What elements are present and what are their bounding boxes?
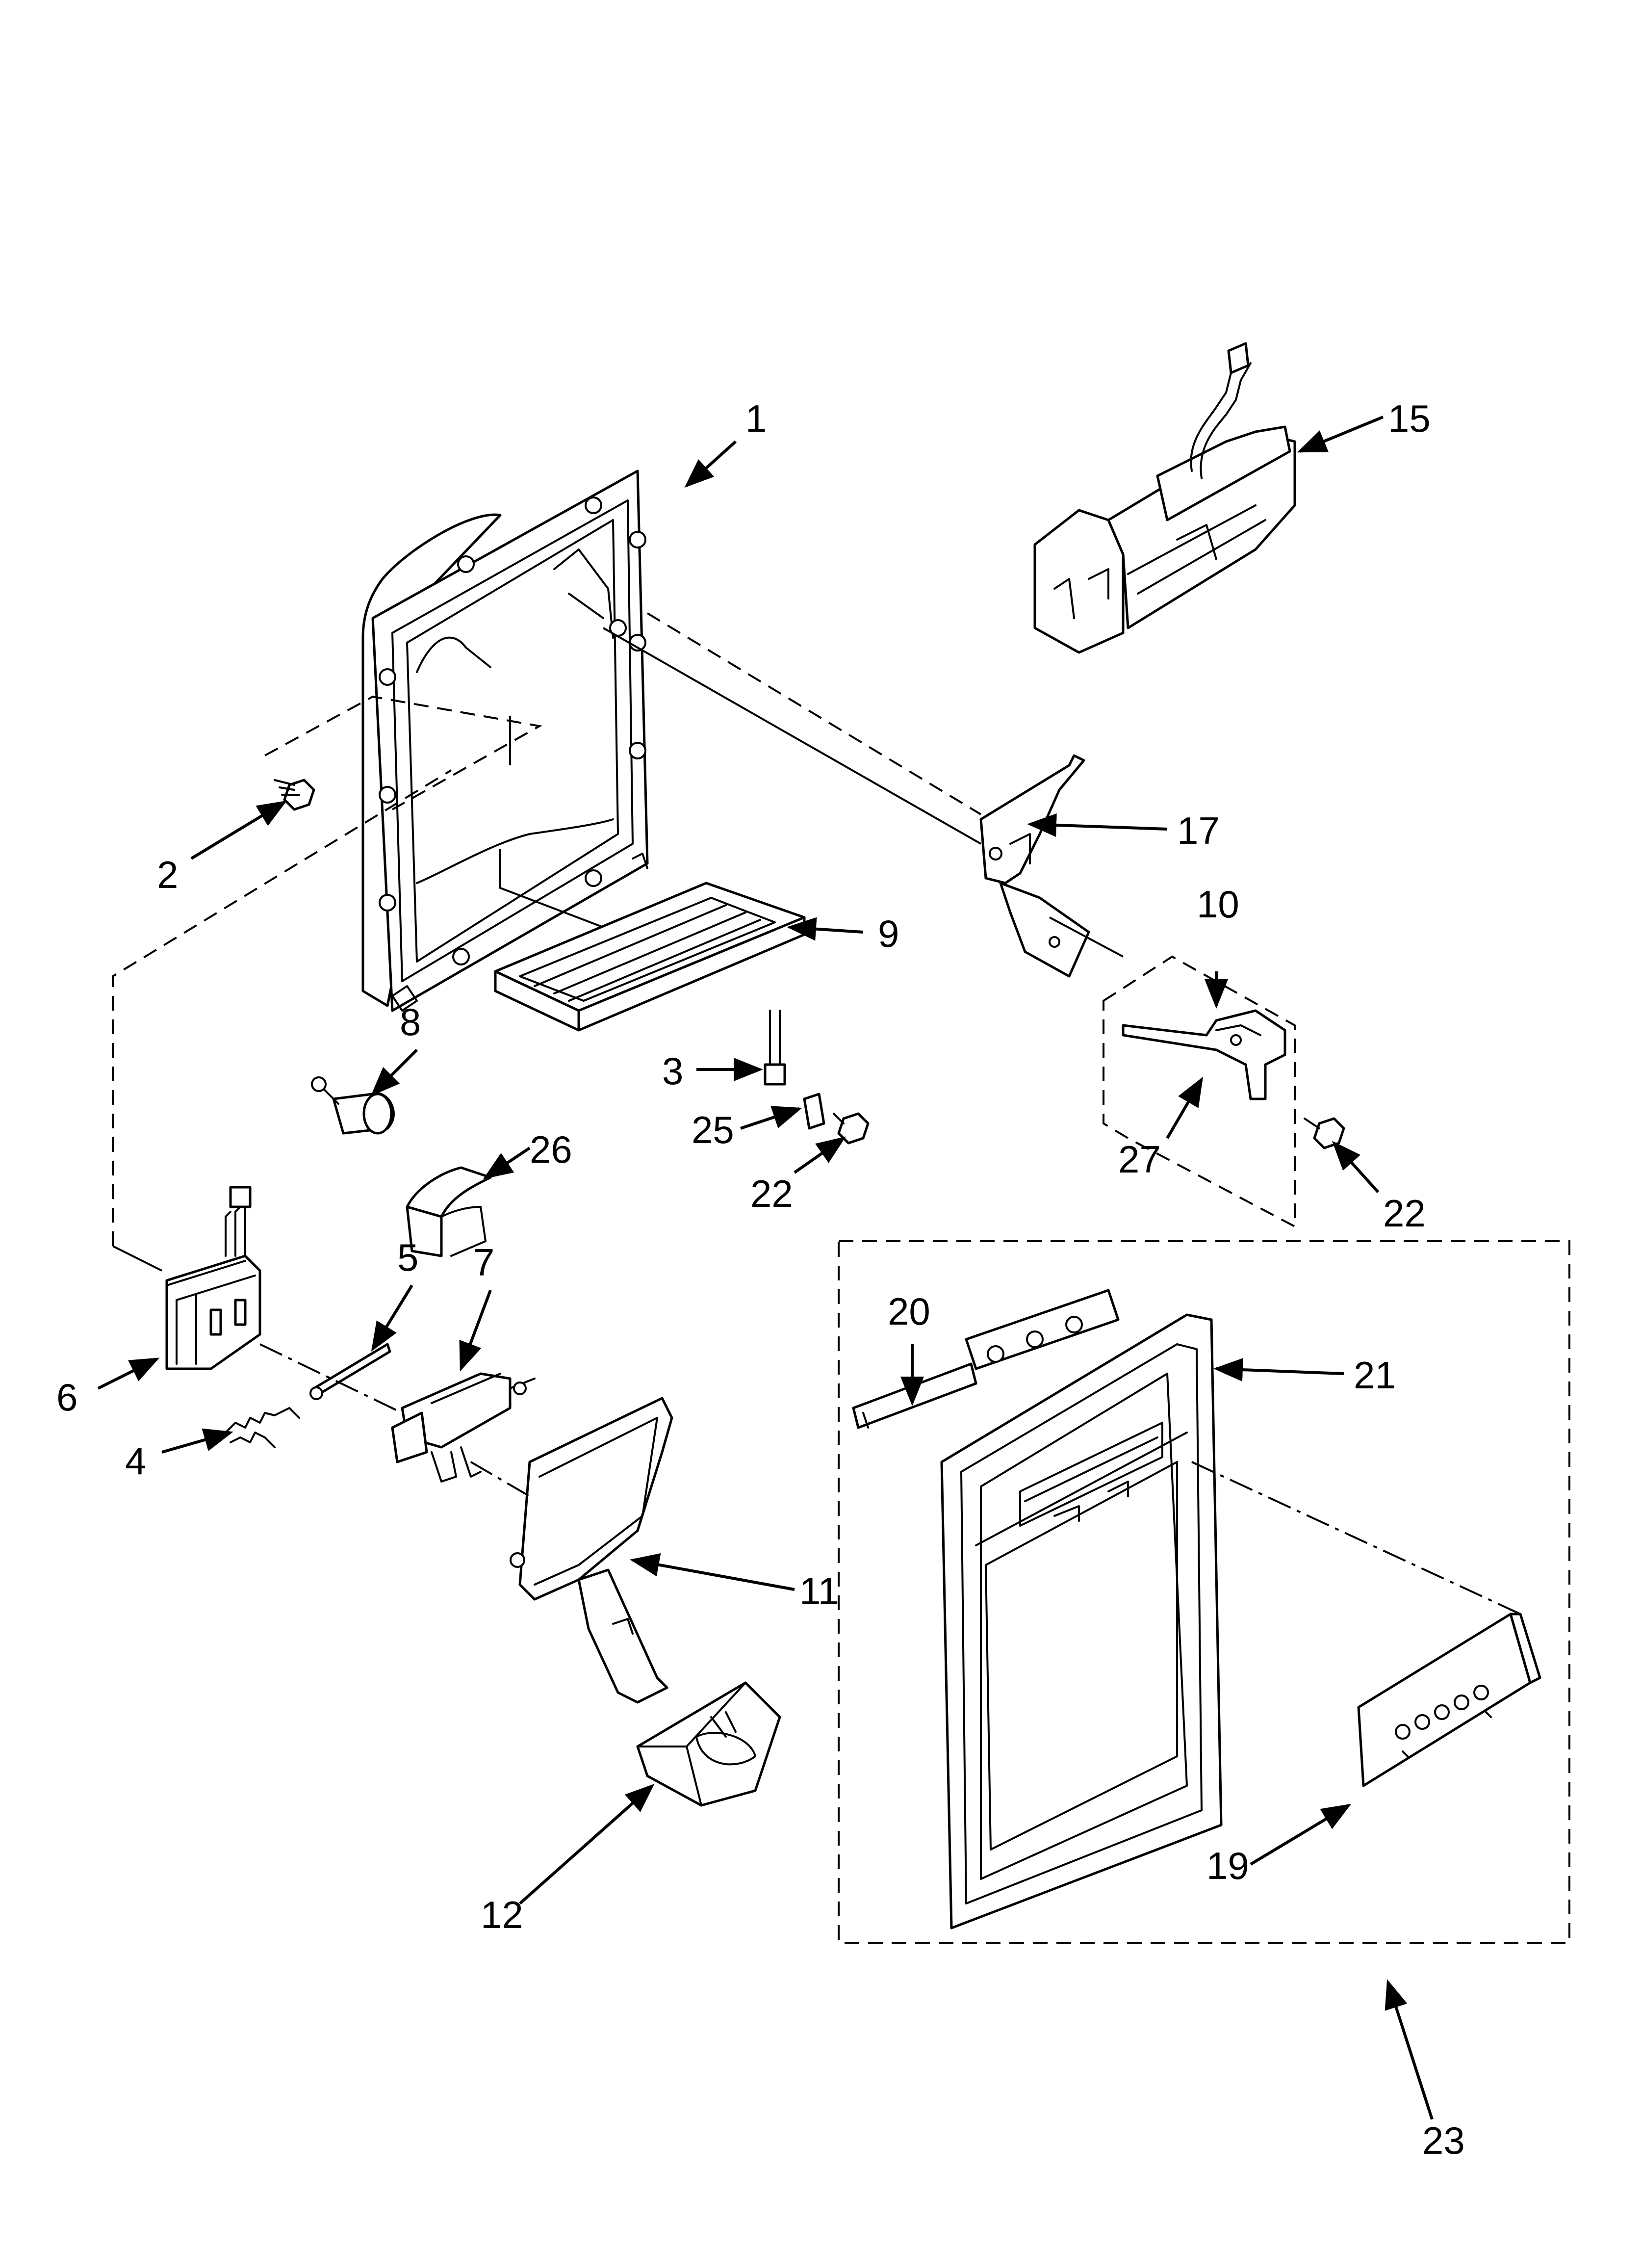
part-5-rod xyxy=(309,1343,391,1400)
part-21-front-panel xyxy=(940,1313,1223,1929)
callout-8: 8 xyxy=(400,1000,421,1043)
part-12-funnel xyxy=(636,1681,781,1807)
callout-19: 19 xyxy=(1206,1844,1249,1887)
callout-21: 21 xyxy=(1354,1354,1396,1397)
part-11-chute-arm xyxy=(510,1397,673,1704)
callout-10: 10 xyxy=(1197,883,1239,926)
callout-5: 5 xyxy=(397,1236,418,1279)
callout-labels: 1 2 3 4 5 6 7 8 9 10 11 12 15 17 19 20 2… xyxy=(56,397,1465,2162)
part-26-cover xyxy=(406,1166,492,1257)
part-7-solenoid xyxy=(391,1372,536,1483)
callout-22-b: 22 xyxy=(1383,1192,1426,1235)
callout-22-a: 22 xyxy=(750,1172,793,1215)
part-15-control-module xyxy=(1033,342,1296,654)
callout-9: 9 xyxy=(878,912,899,955)
callout-1: 1 xyxy=(745,397,767,440)
part-22-screw-left xyxy=(833,1112,870,1145)
part-19-control-overlay xyxy=(1357,1613,1541,1787)
part-17-lever xyxy=(979,754,1090,978)
part-6-switch-box xyxy=(165,1186,261,1370)
part-3-clip xyxy=(764,1010,786,1086)
part-23-assembly-box xyxy=(838,1240,1570,1944)
callout-7: 7 xyxy=(473,1241,494,1284)
callout-15: 15 xyxy=(1388,397,1431,440)
part-8-motor xyxy=(311,1076,395,1135)
part-22-screw-right xyxy=(1304,1117,1345,1149)
callout-20: 20 xyxy=(888,1290,930,1333)
callout-25: 25 xyxy=(692,1108,734,1151)
callout-4: 4 xyxy=(125,1439,146,1483)
part-25-clip xyxy=(803,1093,825,1130)
part-2-screw xyxy=(274,779,315,811)
callout-6: 6 xyxy=(56,1376,77,1419)
callout-3: 3 xyxy=(662,1049,683,1093)
callout-23: 23 xyxy=(1422,2119,1465,2162)
callout-2: 2 xyxy=(157,853,178,896)
part-27-actuator xyxy=(1122,1009,1286,1100)
part-10-assembly-box xyxy=(1103,955,1296,1228)
part-4-spring xyxy=(225,1407,300,1448)
callout-12: 12 xyxy=(481,1893,523,1936)
callout-11: 11 xyxy=(799,1569,839,1613)
callout-17: 17 xyxy=(1177,809,1220,852)
callout-leaders xyxy=(97,416,1434,2120)
callout-26: 26 xyxy=(530,1128,572,1171)
callout-27: 27 xyxy=(1118,1138,1161,1181)
projection-lines xyxy=(112,612,1521,1615)
